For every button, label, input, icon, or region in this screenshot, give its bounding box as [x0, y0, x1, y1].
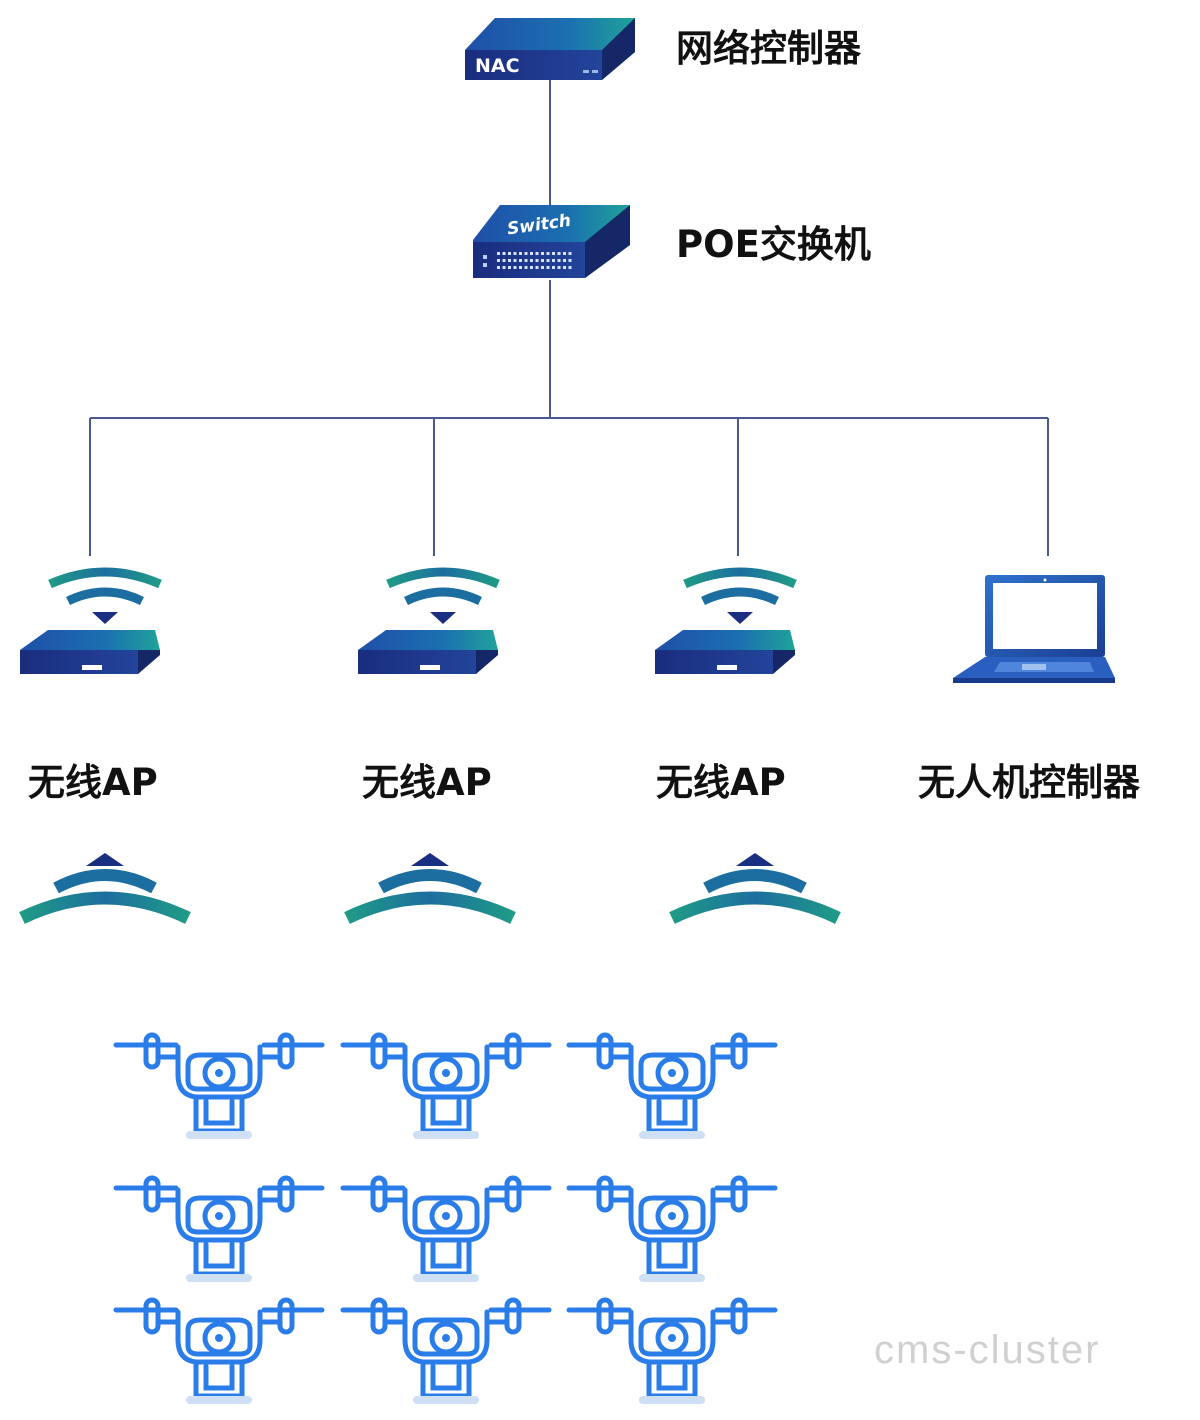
nac-device: NAC [465, 18, 635, 80]
drone-icon [116, 1178, 322, 1282]
drone-icon [116, 1035, 322, 1139]
ap-label-2: 无线AP [362, 761, 492, 804]
nac-badge: NAC [475, 55, 520, 77]
drone-icon [343, 1300, 549, 1404]
laptop-icon [953, 575, 1115, 683]
drone-icon [569, 1035, 775, 1139]
wifi-signal-1 [19, 853, 191, 924]
nac-label: 网络控制器 [676, 27, 861, 70]
ap-label-1: 无线AP [28, 761, 158, 804]
watermark: cms-cluster [874, 1328, 1101, 1372]
uav-controller-label: 无人机控制器 [918, 761, 1140, 804]
drone-icon [116, 1300, 322, 1404]
ap-label-3: 无线AP [656, 761, 786, 804]
connection-lines [89, 80, 1049, 556]
drone-grid [116, 1035, 775, 1404]
switch-label: POE交换机 [676, 223, 871, 266]
ap-device-3 [655, 567, 797, 674]
drone-icon [343, 1178, 549, 1282]
ap-device-1 [20, 567, 162, 674]
wifi-signal-2 [344, 853, 516, 924]
drone-icon [569, 1300, 775, 1404]
drone-icon [343, 1035, 549, 1139]
switch-device: Switch [473, 205, 630, 278]
wifi-signal-3 [669, 853, 841, 924]
ap-device-2 [358, 567, 500, 674]
drone-icon [569, 1178, 775, 1282]
